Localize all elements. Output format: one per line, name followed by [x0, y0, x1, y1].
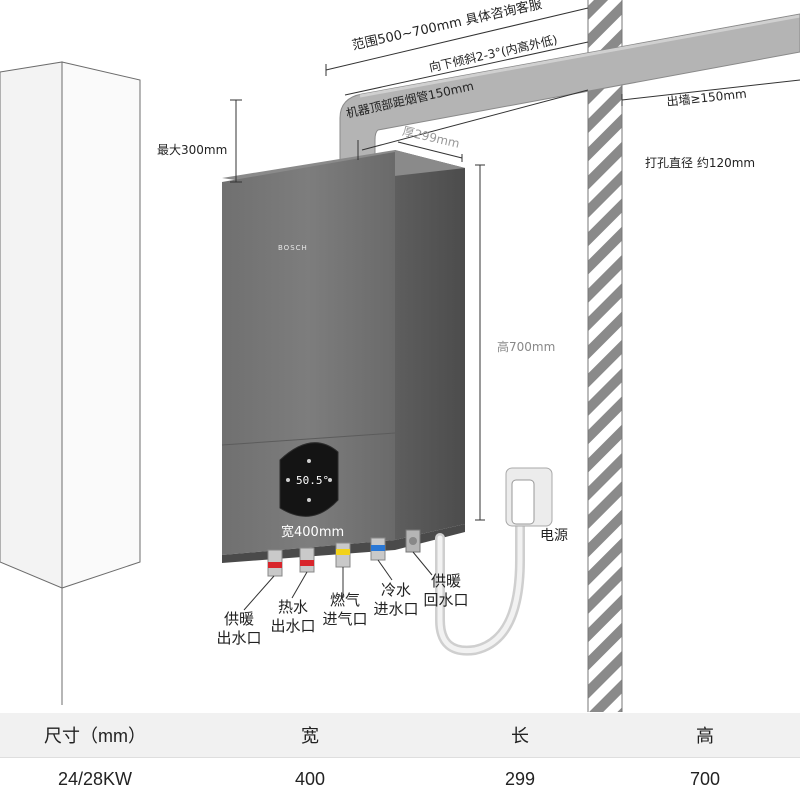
spec-table: 尺寸（mm） 宽 长 高 24/28KW 400 299 700 — [0, 713, 800, 801]
port-label-gas-in: 燃气进气口 — [320, 591, 370, 629]
port-label-hot-water-out: 热水出水口 — [268, 598, 318, 636]
exterior-wall — [588, 0, 622, 712]
table-header-cell: 长 — [430, 713, 610, 758]
boiler-unit — [222, 150, 465, 563]
port-label-cold-water-in: 冷水进水口 — [371, 581, 421, 619]
display-temperature: 50.5° — [296, 474, 329, 487]
button-dot-icon — [286, 478, 290, 482]
table-header-row: 尺寸（mm） 宽 长 高 — [0, 713, 800, 758]
table-cell: 700 — [610, 758, 800, 801]
wall-cabinet — [0, 62, 140, 705]
max-label: 最大300mm — [157, 144, 227, 156]
width-label: 宽400mm — [281, 521, 344, 540]
button-dot-icon — [307, 459, 311, 463]
table-cell: 299 — [430, 758, 610, 801]
table-cell: 400 — [190, 758, 430, 801]
port-label-heating-return: 供暖回水口 — [421, 572, 471, 610]
button-dot-icon — [307, 498, 311, 502]
brand-logo-text: BOSCH — [278, 244, 308, 252]
table-row: 24/28KW 400 299 700 — [0, 758, 800, 801]
table-header-cell: 高 — [610, 713, 800, 758]
table-header-cell: 尺寸（mm） — [0, 713, 190, 758]
height-label: 高700mm — [497, 341, 555, 353]
hole-label: 打孔直径 约120mm — [645, 157, 755, 169]
table-header-cell: 宽 — [190, 713, 430, 758]
power-label: 电源 — [540, 529, 568, 543]
table-cell: 24/28KW — [0, 758, 190, 801]
port-label-heating-out: 供暖出水口 — [214, 610, 264, 648]
